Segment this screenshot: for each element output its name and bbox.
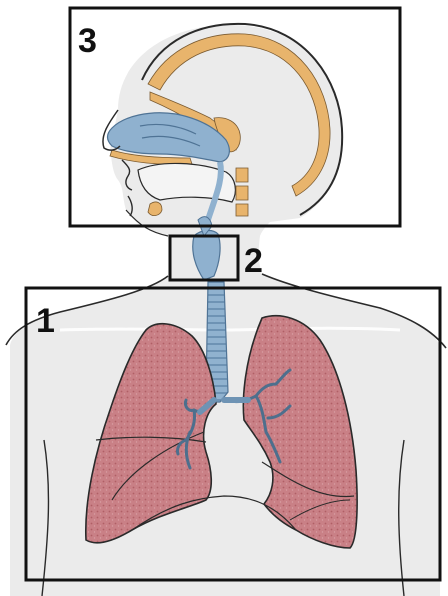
region-label-1: 1 [36,302,55,340]
clavicle-line [60,328,400,330]
region-label-2: 2 [244,242,263,280]
region-label-3: 3 [78,22,97,60]
body-silhouette [6,236,446,596]
hyoid-bone [148,202,162,216]
head-anatomy [103,24,342,236]
torso-skin [10,236,440,596]
cervical-vertebrae [236,168,248,216]
